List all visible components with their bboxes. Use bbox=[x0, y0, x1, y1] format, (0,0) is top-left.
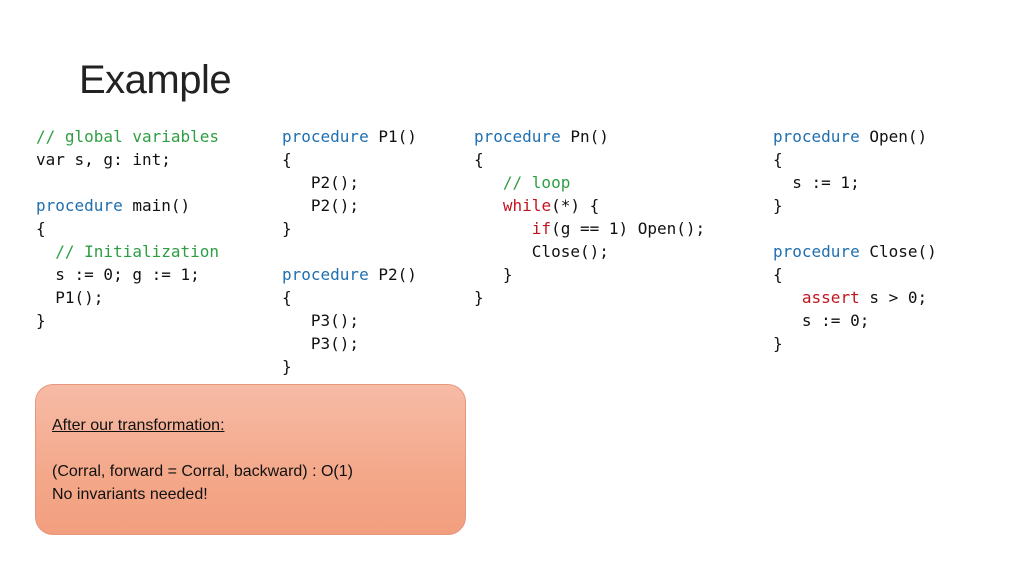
code-text: { bbox=[773, 150, 783, 169]
code-line: Close(); bbox=[474, 240, 705, 263]
code-text: s > 0; bbox=[859, 288, 928, 307]
code-line: P3(); bbox=[282, 309, 417, 332]
code-block-open-close: procedure Open() { s := 1;} procedure Clos… bbox=[773, 125, 937, 355]
code-text: } bbox=[36, 311, 46, 330]
code-text: Close() bbox=[859, 242, 937, 261]
code-keyword: procedure bbox=[36, 196, 123, 215]
code-block-p1-p2: procedure P1() { P2(); P2();} procedure P2… bbox=[282, 125, 417, 378]
code-text: } bbox=[282, 219, 292, 238]
code-comment: // global variables bbox=[36, 127, 220, 146]
transformation-callout: After our transformation: (Corral, forwa… bbox=[35, 384, 466, 535]
code-line: // loop bbox=[474, 171, 705, 194]
code-control-keyword: assert bbox=[801, 288, 860, 307]
code-text: } bbox=[282, 357, 292, 376]
code-comment: // Initialization bbox=[36, 242, 220, 261]
code-text: P3(); bbox=[282, 311, 360, 330]
code-keyword: procedure bbox=[773, 242, 860, 261]
code-line: s := 0; g := 1; bbox=[36, 263, 219, 286]
code-comment: // loop bbox=[474, 173, 571, 192]
code-text bbox=[773, 288, 802, 307]
slide-title: Example bbox=[79, 58, 232, 102]
code-text: s := 0; bbox=[773, 311, 870, 330]
code-text: { bbox=[36, 219, 46, 238]
code-line: s := 0; bbox=[773, 309, 937, 332]
code-line: assert s > 0; bbox=[773, 286, 937, 309]
code-line: { bbox=[282, 286, 417, 309]
code-text: var s, g: int; bbox=[36, 150, 171, 169]
code-text: } bbox=[474, 288, 484, 307]
code-line: procedure Pn() bbox=[474, 125, 705, 148]
code-text: Pn() bbox=[560, 127, 609, 146]
code-line bbox=[773, 217, 937, 240]
code-line bbox=[36, 171, 219, 194]
code-text: { bbox=[282, 150, 292, 169]
code-line: { bbox=[773, 263, 937, 286]
code-line: { bbox=[773, 148, 937, 171]
code-text bbox=[474, 219, 532, 238]
code-line: if(g == 1) Open(); bbox=[474, 217, 705, 240]
code-text: P2() bbox=[368, 265, 417, 284]
code-line: P3(); bbox=[282, 332, 417, 355]
code-line: P2(); bbox=[282, 194, 417, 217]
code-line: { bbox=[474, 148, 705, 171]
code-line: } bbox=[474, 286, 705, 309]
code-text: s := 1; bbox=[773, 173, 860, 192]
code-line: procedure P2() bbox=[282, 263, 417, 286]
code-text bbox=[474, 196, 503, 215]
code-text: Open() bbox=[859, 127, 928, 146]
code-text: (g == 1) Open(); bbox=[551, 219, 706, 238]
code-text: { bbox=[773, 265, 783, 284]
code-block-pn: procedure Pn() { // loop while(*) { if(g … bbox=[474, 125, 705, 309]
callout-complexity-line: (Corral, forward = Corral, backward) : O… bbox=[52, 463, 353, 480]
code-line: procedure Open() bbox=[773, 125, 937, 148]
code-line bbox=[282, 240, 417, 263]
code-text: (*) { bbox=[551, 196, 600, 215]
code-keyword: procedure bbox=[474, 127, 561, 146]
code-text: { bbox=[474, 150, 484, 169]
code-line: while(*) { bbox=[474, 194, 705, 217]
code-line: s := 1; bbox=[773, 171, 937, 194]
code-text: P2(); bbox=[282, 196, 360, 215]
code-line: } bbox=[773, 194, 937, 217]
code-line: } bbox=[474, 263, 705, 286]
code-block-main: // global variables var s, g: int; procedu… bbox=[36, 125, 219, 332]
code-line: procedure main() bbox=[36, 194, 219, 217]
code-line: // Initialization bbox=[36, 240, 219, 263]
code-text: P3(); bbox=[282, 334, 360, 353]
code-text: P2(); bbox=[282, 173, 360, 192]
code-text: { bbox=[282, 288, 292, 307]
code-control-keyword: if bbox=[531, 219, 552, 238]
code-text: } bbox=[474, 265, 513, 284]
code-line: procedure P1() bbox=[282, 125, 417, 148]
code-text: P1() bbox=[368, 127, 417, 146]
code-keyword: procedure bbox=[282, 265, 369, 284]
code-line: // global variables bbox=[36, 125, 219, 148]
callout-heading: After our transformation: bbox=[52, 417, 225, 434]
code-text: Close(); bbox=[474, 242, 609, 261]
code-line: { bbox=[282, 148, 417, 171]
code-line: } bbox=[773, 332, 937, 355]
code-control-keyword: while bbox=[502, 196, 552, 215]
code-keyword: procedure bbox=[773, 127, 860, 146]
code-text: s := 0; g := 1; bbox=[36, 265, 200, 284]
code-line: P2(); bbox=[282, 171, 417, 194]
code-line: } bbox=[282, 355, 417, 378]
code-line: procedure Close() bbox=[773, 240, 937, 263]
code-text: } bbox=[773, 196, 783, 215]
code-keyword: procedure bbox=[282, 127, 369, 146]
code-line: P1(); bbox=[36, 286, 219, 309]
callout-invariants-line: No invariants needed! bbox=[52, 486, 208, 503]
code-text: } bbox=[773, 334, 783, 353]
code-text: P1(); bbox=[36, 288, 104, 307]
code-line: var s, g: int; bbox=[36, 148, 219, 171]
code-line: } bbox=[36, 309, 219, 332]
code-line: } bbox=[282, 217, 417, 240]
code-text: main() bbox=[122, 196, 191, 215]
code-line: { bbox=[36, 217, 219, 240]
